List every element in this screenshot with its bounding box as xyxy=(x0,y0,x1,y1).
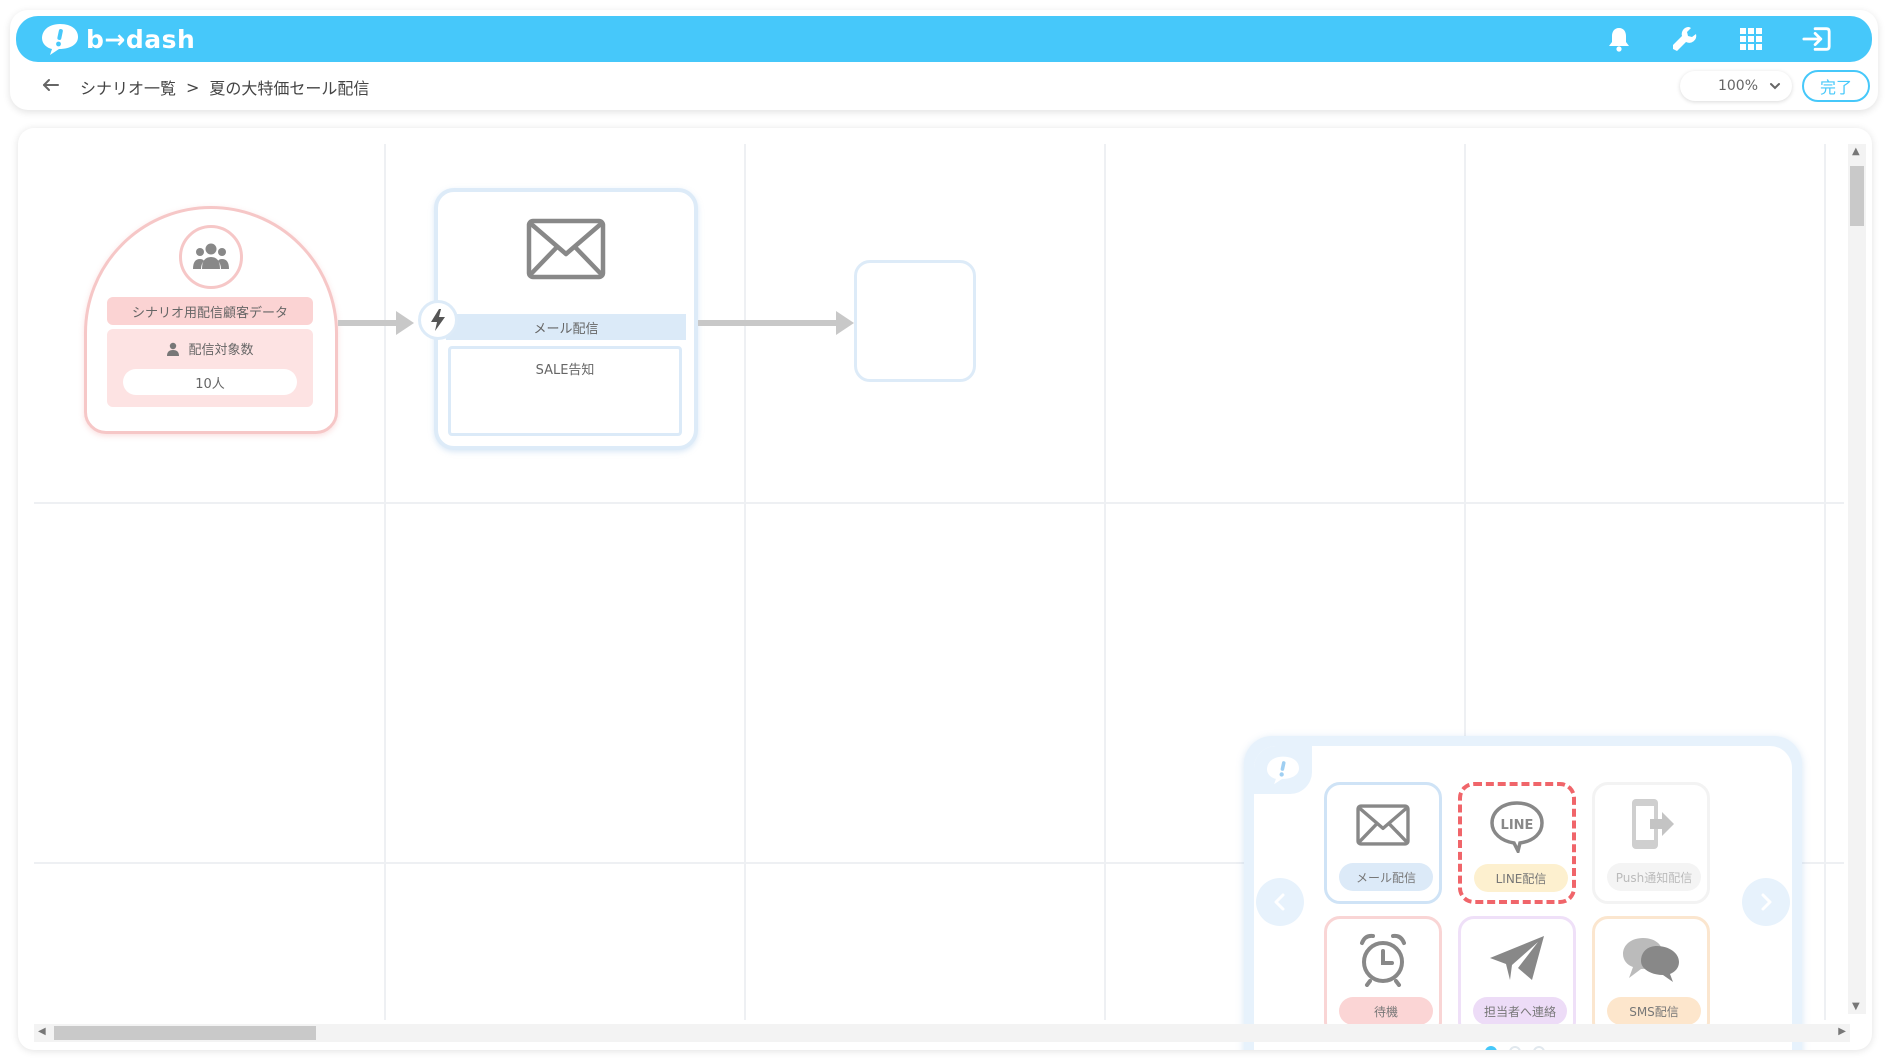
logo[interactable]: b→dash xyxy=(40,20,195,58)
palette-tab[interactable] xyxy=(1254,746,1312,794)
scroll-left-icon[interactable]: ◀ xyxy=(38,1026,46,1037)
bdash-logo-icon xyxy=(1267,756,1299,785)
tile-line-delivery[interactable]: LINE LINE配信 xyxy=(1458,782,1576,904)
tile-push-delivery[interactable]: Push通知配信 xyxy=(1592,782,1710,904)
scroll-down-icon[interactable]: ▼ xyxy=(1852,1001,1860,1012)
palette-pagination xyxy=(1485,1046,1545,1050)
grid-line xyxy=(1104,144,1106,1020)
zoom-value: 100% xyxy=(1717,78,1758,94)
top-navbar: b→dash xyxy=(16,16,1872,62)
grid-line xyxy=(1464,144,1466,1020)
back-arrow-icon[interactable] xyxy=(40,74,62,96)
tile-sms-delivery[interactable]: SMS配信 xyxy=(1592,916,1710,1038)
connector-line xyxy=(338,320,398,326)
trigger-badge[interactable] xyxy=(418,300,458,340)
source-icon-wrap xyxy=(179,225,243,289)
breadcrumb: シナリオ一覧 > 夏の大特価セール配信 xyxy=(80,75,369,99)
pagination-dot-active[interactable] xyxy=(1485,1046,1497,1050)
person-icon xyxy=(167,342,180,356)
lightning-icon xyxy=(431,309,445,331)
source-count-label: 配信対象数 xyxy=(188,343,254,358)
mail-node[interactable]: メール配信 SALE告知 xyxy=(434,188,698,450)
tile-contact-staff[interactable]: 担当者へ連絡 xyxy=(1458,916,1576,1038)
done-button[interactable]: 完了 xyxy=(1802,70,1870,102)
source-body: 配信対象数 10人 xyxy=(107,329,313,407)
mail-icon xyxy=(526,218,606,280)
vertical-scroll-thumb[interactable] xyxy=(1850,166,1864,226)
line-icon: LINE xyxy=(1490,801,1544,853)
chevron-right-icon xyxy=(1761,893,1772,911)
tile-label: Push通知配信 xyxy=(1607,863,1701,891)
vertical-scrollbar[interactable]: ▲ ▼ xyxy=(1848,144,1866,1014)
pagination-dot[interactable] xyxy=(1509,1046,1521,1050)
wrench-icon[interactable] xyxy=(1670,24,1700,54)
empty-node-slot[interactable] xyxy=(854,260,976,382)
source-title: シナリオ用配信顧客データ xyxy=(107,297,313,325)
mail-icon xyxy=(1356,804,1410,846)
connector-arrowhead xyxy=(396,311,414,335)
bell-icon[interactable] xyxy=(1604,24,1634,54)
scroll-up-icon[interactable]: ▲ xyxy=(1852,146,1860,157)
zoom-select[interactable]: 100% xyxy=(1680,71,1792,101)
palette-prev-button[interactable] xyxy=(1256,878,1304,926)
tile-label: LINE配信 xyxy=(1474,864,1568,892)
chat-bubbles-icon xyxy=(1623,938,1679,982)
connector-line xyxy=(698,320,838,326)
breadcrumb-scenario-list[interactable]: シナリオ一覧 xyxy=(80,79,177,98)
grid-line xyxy=(744,144,746,1020)
source-count-row: 配信対象数 xyxy=(107,339,313,358)
bdash-logo-icon xyxy=(42,24,78,55)
tile-label: メール配信 xyxy=(1339,863,1433,891)
grid-line xyxy=(384,144,386,1020)
mail-node-title: メール配信 xyxy=(446,314,686,340)
tile-label: 待機 xyxy=(1339,997,1433,1025)
horizontal-scroll-thumb[interactable] xyxy=(54,1026,316,1040)
horizontal-scrollbar[interactable]: ◀ ▶ xyxy=(34,1024,1850,1042)
header: b→dash xyxy=(10,10,1878,110)
grid-line xyxy=(1824,144,1826,1020)
mail-node-content[interactable]: SALE告知 xyxy=(448,346,682,436)
tile-wait[interactable]: 待機 xyxy=(1324,916,1442,1038)
action-palette: メール配信 LINE LINE配信 Push通知配信 xyxy=(1244,736,1802,1050)
breadcrumb-current: 夏の大特価セール配信 xyxy=(209,79,370,98)
svg-text:LINE: LINE xyxy=(1501,818,1534,833)
grid-line xyxy=(34,862,1844,864)
paper-plane-icon xyxy=(1490,936,1544,980)
grid-line xyxy=(34,502,1844,504)
chevron-left-icon xyxy=(1274,893,1285,911)
breadcrumb-separator: > xyxy=(186,77,200,97)
users-group-icon xyxy=(193,243,229,269)
logo-text: b→dash xyxy=(86,24,196,54)
tile-mail-delivery[interactable]: メール配信 xyxy=(1324,782,1442,904)
chevron-down-icon xyxy=(1770,83,1780,90)
push-icon xyxy=(1632,799,1674,849)
tile-label: SMS配信 xyxy=(1607,997,1701,1025)
palette-next-button[interactable] xyxy=(1742,878,1790,926)
scroll-right-icon[interactable]: ▶ xyxy=(1838,1026,1846,1037)
source-node[interactable]: シナリオ用配信顧客データ 配信対象数 10人 xyxy=(84,206,338,434)
logout-icon[interactable] xyxy=(1802,24,1832,54)
sub-toolbar: シナリオ一覧 > 夏の大特価セール配信 100% 完了 xyxy=(10,66,1878,106)
source-count-value: 10人 xyxy=(123,369,297,395)
apps-grid-icon[interactable] xyxy=(1736,24,1766,54)
tile-label: 担当者へ連絡 xyxy=(1473,997,1567,1025)
scenario-canvas[interactable]: シナリオ用配信顧客データ 配信対象数 10人 メール配信 SALE告知 xyxy=(18,128,1872,1050)
connector-arrowhead xyxy=(836,311,854,335)
alarm-clock-icon xyxy=(1360,933,1406,987)
pagination-dot[interactable] xyxy=(1533,1046,1545,1050)
